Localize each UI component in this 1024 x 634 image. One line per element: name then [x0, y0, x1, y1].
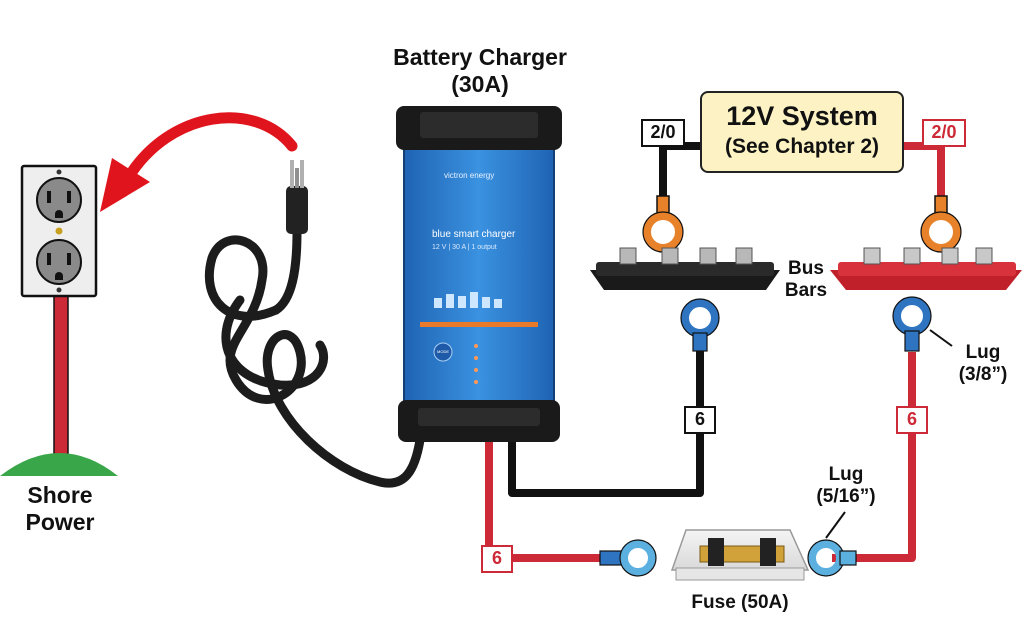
system-box-subtitle: (See Chapter 2) — [724, 135, 880, 158]
mode-button — [433, 342, 453, 362]
bus-bars-line1: Bus — [788, 258, 824, 279]
receptacle-top-slot-l — [47, 191, 51, 203]
charger-spec: 12 V | 30 A | 1 output — [432, 244, 497, 251]
shore-power-label: Shore Power — [0, 482, 120, 536]
arrow-head — [100, 158, 150, 212]
wire-neg-main — [659, 142, 704, 198]
charger-body — [403, 111, 555, 435]
lug-large-line1: Lug — [965, 342, 1001, 363]
gauge-tag-neg-charger: 6 — [684, 406, 716, 434]
outlet-screw-bottom — [56, 287, 62, 293]
receptacle-bottom-slot-r — [67, 253, 71, 265]
lug-small-line2: (5/16”) — [816, 486, 876, 508]
outlet-screw-center — [55, 227, 63, 235]
lug-large-line2: (3/8”) — [958, 364, 1008, 386]
charger-orange-stripe — [420, 322, 538, 327]
negative-bus-bar — [590, 247, 780, 290]
gauge-tag-neg-main: 2/0 — [641, 119, 685, 147]
shore-power-line1: Shore — [27, 482, 93, 508]
lug-small-leader — [825, 511, 846, 539]
lug-large-leader — [929, 329, 953, 347]
gauge-tag-pos-main: 2/0 — [922, 119, 966, 147]
outlet-post — [53, 295, 69, 457]
ac-power-cord — [204, 227, 425, 488]
plug-in-arrow — [100, 112, 298, 212]
fuse-holder — [670, 529, 810, 581]
bus-bars-line2: Bars — [784, 280, 828, 302]
receptacle-top — [36, 177, 82, 223]
outlet-screw-top — [56, 169, 62, 175]
lug-pos-busbar — [892, 296, 932, 352]
charger-brand: victron energy — [444, 171, 495, 180]
wire-pos-busbar — [832, 352, 916, 562]
gauge-tag-pos-charger: 6 — [481, 545, 513, 573]
ring-terminal-pos-main — [920, 195, 962, 253]
charger-mode-label: MODE — [437, 349, 449, 354]
receptacle-bottom — [36, 239, 82, 285]
lug-fuse-right — [807, 539, 857, 577]
receptacle-top-ground — [55, 210, 63, 218]
ground-mound — [0, 453, 118, 476]
charger-title-line1: Battery Charger — [393, 44, 567, 70]
positive-bus-bar — [830, 247, 1022, 290]
receptacle-bottom-slot-l — [47, 253, 51, 265]
lug-neg-busbar — [680, 298, 720, 352]
wire-pos-charger — [485, 440, 606, 562]
shore-power-outlet — [0, 164, 118, 476]
wire-pos-main — [904, 142, 945, 198]
system-box-title: 12V System — [726, 101, 878, 131]
system-box: 12V System (See Chapter 2) — [700, 91, 904, 173]
ring-terminal-neg-main — [642, 195, 684, 253]
fuse-label: Fuse (50A) — [665, 592, 815, 614]
lug-fuse-left — [599, 539, 657, 577]
charger-model: blue smart charger — [432, 229, 516, 240]
fuse-label-text: Fuse (50A) — [691, 592, 789, 613]
receptacle-top-slot-r — [67, 191, 71, 203]
gauge-tag-pos-busbar: 6 — [896, 406, 928, 434]
bus-bars-label: Bus Bars — [776, 258, 836, 303]
receptacle-bottom-ground — [55, 272, 63, 280]
charger-title-line2: (30A) — [451, 71, 509, 98]
lug-small-label: Lug (5/16”) — [800, 464, 892, 509]
charger-title: Battery Charger (30A) — [380, 44, 580, 98]
lug-small-line1: Lug — [828, 464, 864, 485]
arrow-shaft — [122, 112, 298, 184]
ac-plug — [286, 160, 308, 234]
shore-power-line2: Power — [25, 509, 95, 536]
battery-charger — [396, 106, 562, 442]
lug-large-label: Lug (3/8”) — [944, 342, 1022, 387]
